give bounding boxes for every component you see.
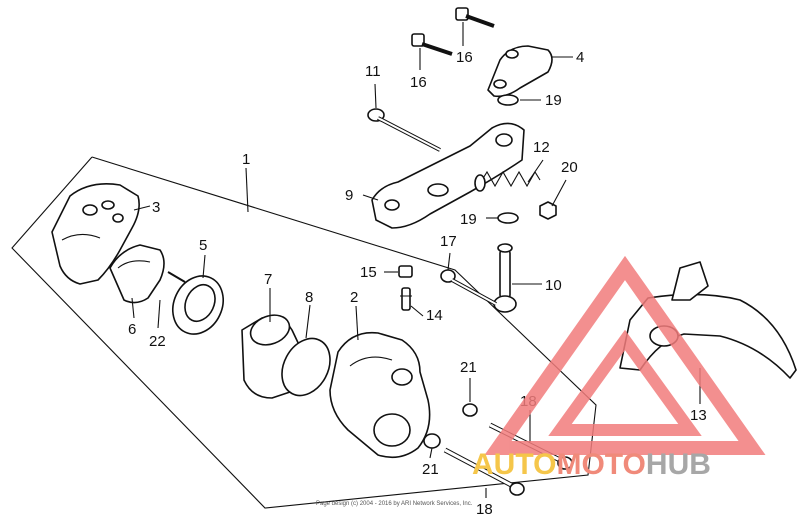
part-20-nut <box>539 201 557 220</box>
leader-lines <box>131 22 701 498</box>
part-8-seal-ring <box>281 337 331 397</box>
part-17-bolt <box>440 269 497 306</box>
callout-1: 1 <box>242 151 250 168</box>
callout-12: 12 <box>533 139 550 156</box>
copyright-footer: Page design (c) 2004 - 2016 by ARI Netwo… <box>316 501 473 507</box>
callout-9: 9 <box>345 187 353 204</box>
watermark-auto: AUTO <box>472 448 556 481</box>
part-19-oring-upper <box>497 94 519 106</box>
callout-5: 5 <box>199 237 207 254</box>
callout-18-lower: 18 <box>476 501 493 518</box>
part-10-pivot-pin <box>493 243 517 313</box>
callout-21-lower: 21 <box>422 461 439 478</box>
callout-11: 11 <box>365 63 381 80</box>
callout-16-a: 16 <box>456 49 473 66</box>
part-16-bolt-a <box>455 7 495 28</box>
callout-14: 14 <box>426 307 443 324</box>
part-21-washer-upper <box>462 403 478 417</box>
callout-4: 4 <box>576 49 584 66</box>
callout-10: 10 <box>545 277 562 294</box>
assembly-outline <box>11 156 597 509</box>
part-22-pin <box>167 271 186 283</box>
watermark-hub: HUB <box>646 448 711 481</box>
callout-labels: 1 3 4 11 16 16 19 12 20 9 19 17 10 15 14… <box>128 49 707 518</box>
callout-22: 22 <box>149 333 166 350</box>
part-12-spring <box>474 170 541 192</box>
watermark-logo <box>484 255 766 455</box>
callout-8: 8 <box>305 289 313 306</box>
callout-15: 15 <box>360 264 377 281</box>
part-2-caliper-body <box>329 331 431 459</box>
callout-16-b: 16 <box>410 74 427 91</box>
callout-6: 6 <box>128 321 136 338</box>
watermark-triangle-icon <box>484 255 766 455</box>
part-21-washer-lower <box>423 433 441 449</box>
callout-20: 20 <box>561 159 578 176</box>
part-15-bleeder-cap <box>398 265 413 278</box>
callout-2: 2 <box>350 289 358 306</box>
part-11-bolt <box>367 108 441 152</box>
callout-19-upper: 19 <box>545 92 562 109</box>
callout-13: 13 <box>690 407 707 424</box>
part-18-bolt-lower <box>443 447 525 496</box>
callout-19-lower: 19 <box>460 211 477 228</box>
part-4-link <box>487 45 553 98</box>
callout-3: 3 <box>152 199 160 216</box>
watermark-brand: AUTOMOTOHUB <box>472 448 711 481</box>
watermark-moto: MOTO <box>556 448 645 481</box>
part-3-bracket <box>51 183 140 285</box>
callout-21-upper: 21 <box>460 359 477 376</box>
part-9-bracket-arm <box>371 122 525 229</box>
part-16-bolt-b <box>411 33 453 56</box>
callout-7: 7 <box>264 271 272 288</box>
part-6-brake-pad <box>109 244 165 304</box>
callout-17: 17 <box>440 233 457 250</box>
part-5-seal <box>172 275 224 335</box>
part-14-bleeder-valve <box>400 287 412 311</box>
part-19-oring-lower <box>497 212 519 224</box>
